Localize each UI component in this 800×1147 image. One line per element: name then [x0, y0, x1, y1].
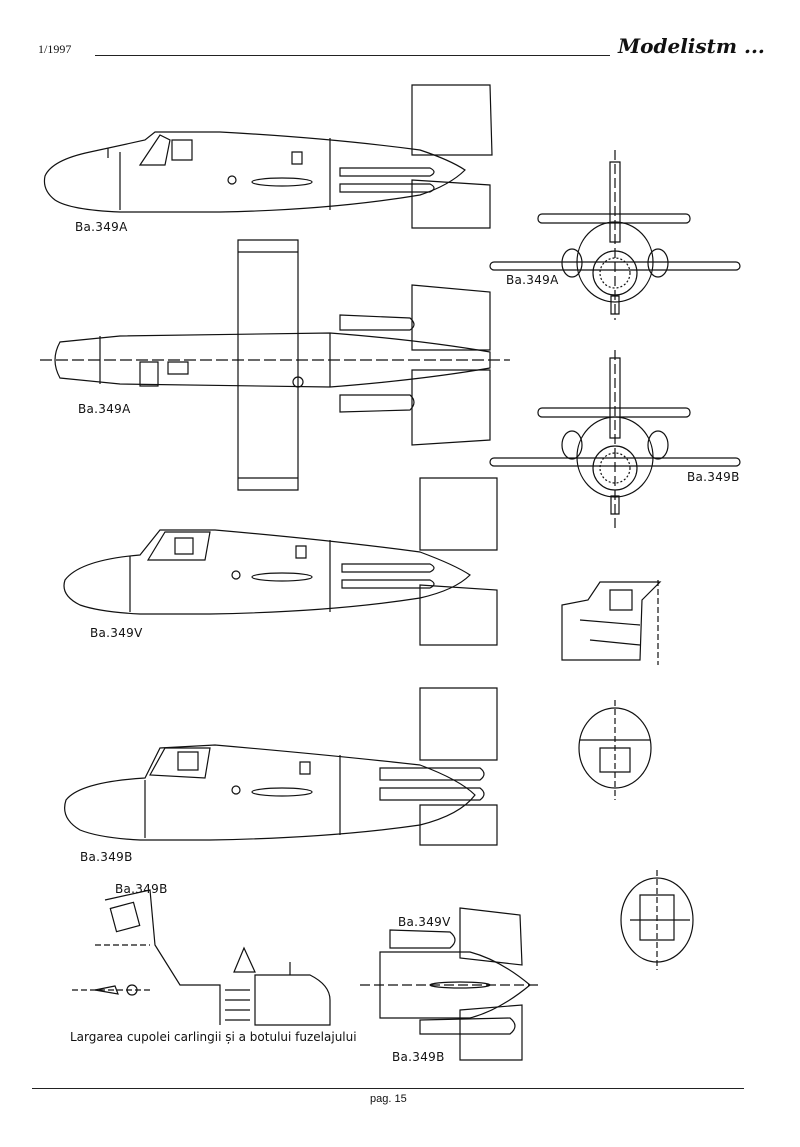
page-number: pag. 15	[370, 1093, 407, 1105]
detail-caption: Largarea cupolei carlingii și a botului …	[70, 1030, 357, 1044]
bottom-view	[360, 908, 540, 1060]
label-front-ba349a: Ba.349A	[506, 273, 559, 287]
front-view-ba349a	[490, 150, 740, 320]
header-rule	[95, 55, 610, 56]
side-view-ba349a	[44, 85, 492, 228]
side-view-ba349v	[64, 478, 497, 645]
label-top-ba349a: Ba.349A	[78, 402, 131, 416]
cockpit-front-detail	[579, 700, 651, 800]
top-view-ba349a	[40, 240, 510, 490]
label-side-ba349a: Ba.349A	[75, 220, 128, 234]
label-side-ba349v: Ba.349V	[90, 626, 143, 640]
front-view-ba349b	[490, 350, 740, 530]
label-side-ba349b: Ba.349B	[80, 850, 133, 864]
cockpit-side-detail	[562, 580, 660, 665]
label-bottom-ba349v: Ba.349V	[398, 915, 451, 929]
label-detail-ba349b: Ba.349B	[115, 882, 168, 896]
cockpit-rear-detail	[621, 870, 693, 970]
canopy-release-detail	[72, 890, 330, 1025]
side-view-ba349b	[65, 688, 497, 845]
label-bottom-ba349b: Ba.349B	[392, 1050, 445, 1064]
issue-number: 1/1997	[38, 42, 72, 56]
magazine-logo: Modelistm ...	[618, 34, 765, 58]
footer-rule	[32, 1088, 744, 1089]
label-front-ba349b: Ba.349B	[687, 470, 740, 484]
